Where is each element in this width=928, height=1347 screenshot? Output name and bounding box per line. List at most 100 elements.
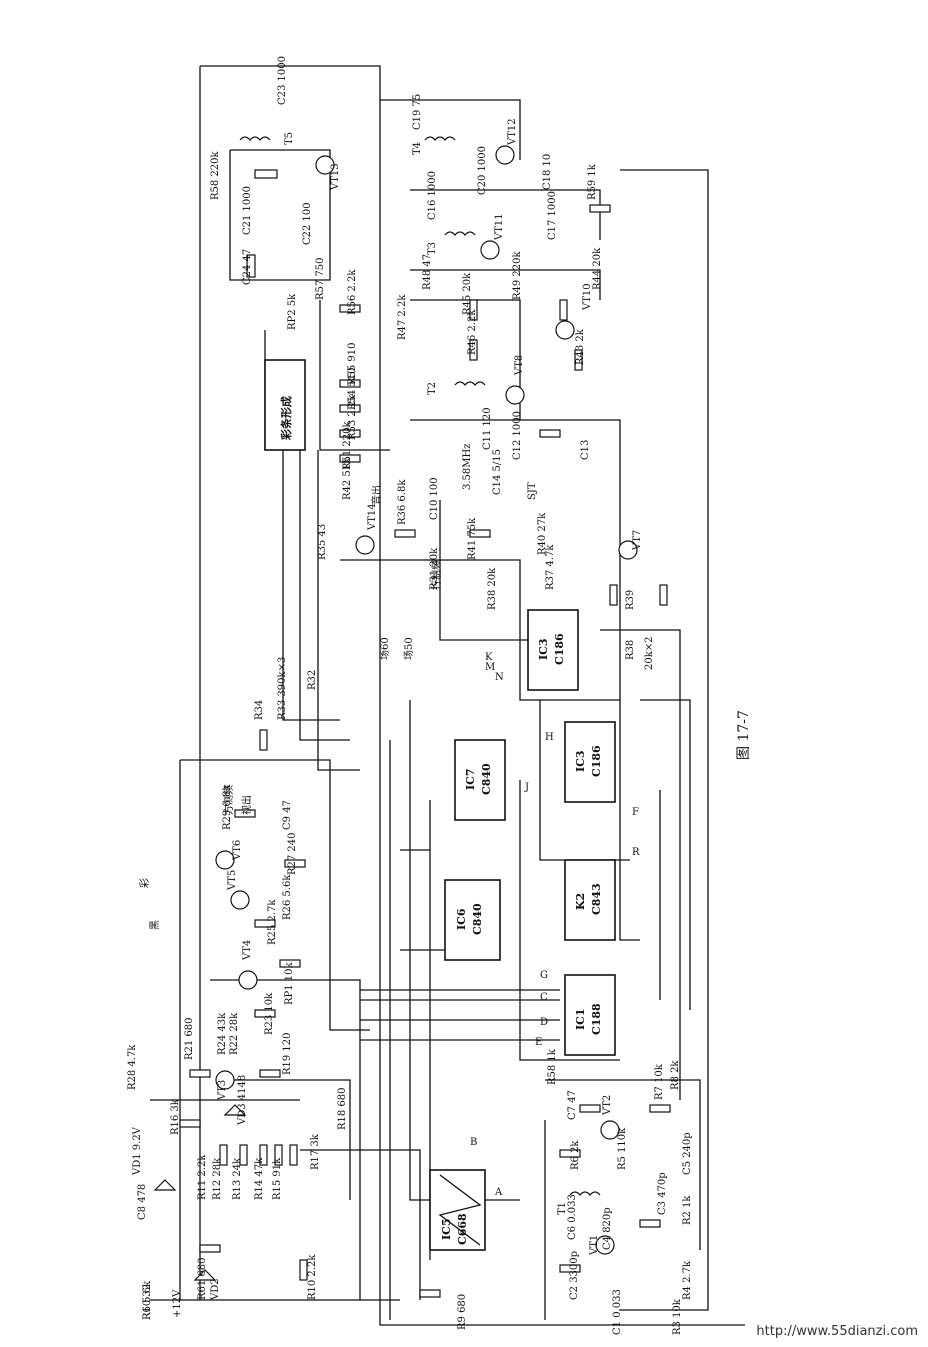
component-label-38: 20k×2 bbox=[644, 636, 655, 670]
component-label-44: C12 1000 bbox=[512, 411, 523, 460]
component-label-41: R42 51k bbox=[342, 457, 353, 500]
transformer-label-2: T3 bbox=[427, 242, 438, 255]
component-label-0: R60 32 bbox=[142, 1284, 153, 1320]
component-label-3: C8 478 bbox=[137, 1184, 148, 1220]
signal-n: N bbox=[495, 672, 504, 683]
component-label-51: R45 20k bbox=[462, 272, 473, 315]
color-bar-block bbox=[264, 359, 306, 451]
note-label-6: 方测频 bbox=[222, 785, 235, 815]
transistor-label-0: VT1 bbox=[589, 1235, 600, 1256]
component-label-53: R47 2.2k bbox=[397, 294, 408, 340]
component-label-23: R27 240 bbox=[287, 832, 298, 875]
component-label-50: R44 20k bbox=[592, 247, 603, 290]
signal-c: C bbox=[540, 992, 548, 1003]
component-label-15: R19 120 bbox=[282, 1032, 293, 1075]
transistor-label-12: VT14 bbox=[367, 503, 378, 531]
component-label-2: VD2 bbox=[210, 1278, 221, 1301]
signal-a: A bbox=[494, 1187, 503, 1198]
signal-f: F bbox=[632, 807, 639, 818]
component-label-65: R56 2.2k bbox=[347, 269, 358, 315]
figure-caption: 图 17-7 bbox=[736, 710, 752, 760]
note-label-4: 行制频 bbox=[430, 560, 443, 590]
component-label-16: R21 680 bbox=[184, 1017, 195, 1060]
ic3a-ref: IC3 bbox=[537, 638, 550, 660]
ic7-box bbox=[454, 739, 506, 821]
component-label-63: R54 510 bbox=[347, 367, 358, 410]
ic3b-part: C186 bbox=[590, 745, 603, 777]
component-label-73: R59 1k bbox=[587, 163, 598, 200]
component-label-78: R6 2k bbox=[570, 1140, 581, 1170]
transistor-label-7: VT8 bbox=[514, 355, 525, 376]
component-label-4: VD1 9.2V bbox=[132, 1126, 143, 1176]
component-label-58: C18 10 bbox=[542, 154, 553, 190]
ic-blocks: IC1 C188 K2 C843 IC3 C186 IC3 C186 IC6 C… bbox=[264, 359, 616, 1251]
component-label-13: R28 4.7k bbox=[127, 1044, 138, 1090]
wiring bbox=[150, 65, 745, 1326]
component-label-30: R32 bbox=[307, 670, 318, 690]
ic1-box bbox=[564, 974, 616, 1056]
signal-labels: A B C D E F G H J K M N R +12V bbox=[172, 652, 640, 1318]
note-label-5: 音出 bbox=[370, 485, 383, 505]
component-label-1: R61 680 bbox=[197, 1257, 208, 1300]
component-label-47: SJT bbox=[527, 482, 538, 500]
signal-k: K bbox=[485, 652, 493, 663]
transistor-label-4: VT5 bbox=[227, 870, 238, 891]
signal-r: R bbox=[632, 847, 640, 858]
component-label-27: R9 680 bbox=[457, 1294, 468, 1330]
transistor-label-9: VT11 bbox=[494, 213, 505, 241]
component-label-28: R34 bbox=[254, 700, 265, 720]
component-label-52: R46 2.2k bbox=[467, 309, 478, 355]
component-label-34: R38 20k bbox=[487, 567, 498, 610]
component-label-26: R10 2.2k bbox=[307, 1254, 318, 1300]
ic2-ref: K2 bbox=[574, 893, 587, 910]
transistor-label-8: VT10 bbox=[582, 283, 593, 311]
component-label-85: C2 3300p bbox=[569, 1251, 580, 1300]
ic6-box bbox=[444, 879, 501, 961]
transformer-label-4: T5 bbox=[284, 132, 295, 145]
component-label-71: C24 47 bbox=[242, 249, 253, 285]
component-label-5: R11 2.2k bbox=[197, 1154, 208, 1200]
component-label-37: R38 bbox=[625, 640, 636, 660]
component-label-45: C13 bbox=[580, 440, 591, 460]
transistor-label-6: VT7 bbox=[632, 530, 643, 551]
component-label-66: R57 750 bbox=[315, 257, 326, 300]
component-label-20: RP1 10k bbox=[284, 961, 295, 1005]
ic2-box bbox=[564, 859, 616, 941]
power-label: +12V bbox=[172, 1289, 183, 1318]
component-label-56: C16 1000 bbox=[427, 171, 438, 220]
component-label-36: R39 bbox=[625, 590, 636, 610]
component-label-70: C23 1000 bbox=[277, 56, 288, 105]
component-label-77: R8 2k bbox=[670, 1060, 681, 1090]
transformer-label-0: T1 bbox=[557, 1202, 568, 1215]
component-label-17: R22 28k bbox=[229, 1012, 240, 1055]
ic2-part: C843 bbox=[590, 883, 603, 915]
component-label-54: R48 47 bbox=[422, 254, 433, 290]
component-label-12: R18 680 bbox=[337, 1087, 348, 1130]
transformer-label-3: T4 bbox=[412, 142, 423, 155]
transistor-label-2: VT3 bbox=[217, 1080, 228, 1101]
component-label-83: C3 470p bbox=[657, 1172, 668, 1215]
parts bbox=[153, 169, 671, 1298]
transistor-label-10: VT12 bbox=[507, 118, 518, 146]
transistor-symbols bbox=[215, 145, 638, 1255]
note-label-2: 场60 bbox=[378, 637, 391, 660]
ic6-ref: IC6 bbox=[455, 908, 468, 930]
component-label-46: C14 5/15 bbox=[492, 449, 503, 495]
signal-d: D bbox=[540, 1017, 548, 1028]
component-label-11: R17 3k bbox=[310, 1133, 321, 1170]
component-label-8: R14 47k bbox=[254, 1157, 265, 1200]
component-label-14: VD3 4148 bbox=[237, 1075, 248, 1126]
component-label-48: 3.58MHz bbox=[462, 444, 473, 491]
transistor-labels: VT1VT2VT3VT4VT5VT6VT7VT8VT10VT11VT12VT13… bbox=[217, 118, 643, 1256]
component-label-10: R16 3k bbox=[170, 1098, 181, 1135]
component-label-80: C5 240p bbox=[682, 1132, 693, 1175]
component-label-7: R13 24k bbox=[232, 1157, 243, 1200]
note-label-3: 场50 bbox=[402, 637, 415, 660]
component-label-39: R40 27k bbox=[537, 512, 548, 555]
ic1-part: C188 bbox=[590, 1003, 603, 1035]
component-label-22: R26 5.6k bbox=[282, 874, 293, 920]
ic3b-ref: IC3 bbox=[574, 750, 587, 772]
